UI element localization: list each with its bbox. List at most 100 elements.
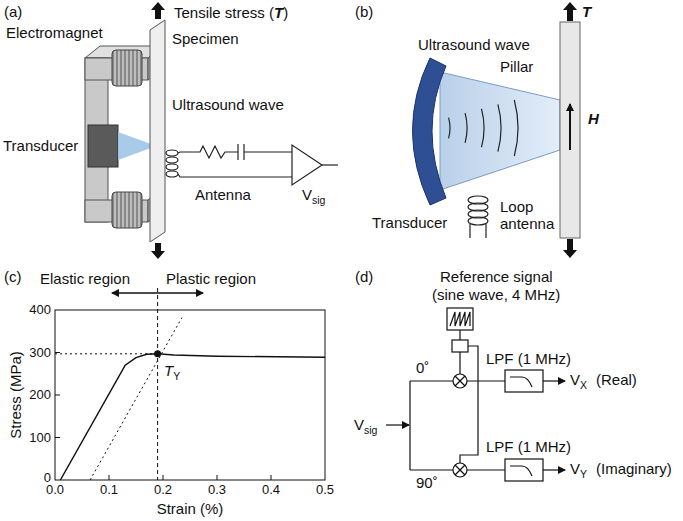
- label-group: Transducer: [372, 214, 447, 231]
- label-group: (sine wave, 4 MHz): [432, 286, 560, 303]
- label-group: 0.3: [208, 483, 226, 498]
- figure-label: Transducer: [372, 214, 447, 231]
- figure-label: V: [354, 416, 364, 433]
- figure-label: 0.1: [100, 482, 118, 497]
- figure-label: LPF (1 MHz): [486, 350, 571, 367]
- figure-label: ): [283, 4, 288, 21]
- figure-label: Y: [580, 468, 587, 480]
- label-group: 0.2: [154, 483, 172, 498]
- figure-label: Ultrasound wave: [172, 96, 284, 113]
- stress-strain-chart: [55, 288, 325, 480]
- figure-label: T: [582, 3, 591, 20]
- label-group: Tensile stress (T): [174, 4, 288, 21]
- figure-label: V: [570, 460, 580, 477]
- label-group: 0.4: [262, 483, 280, 498]
- figure-label: V: [570, 371, 580, 388]
- label-group: Electromagnet: [6, 24, 103, 41]
- label-group: Specimen: [172, 30, 239, 47]
- figure-label: X: [580, 379, 587, 391]
- label-group: 200: [29, 388, 51, 403]
- label-group: Reference signal: [440, 268, 553, 285]
- wave-arc: [514, 100, 518, 156]
- figure-label: LPF (1 MHz): [486, 438, 571, 455]
- figure-label: Transducer: [3, 137, 78, 154]
- label-group: Elastic region: [40, 270, 130, 287]
- label-group: T: [582, 3, 591, 20]
- figure-label: (b): [355, 3, 373, 20]
- figure-label: Strain (%): [157, 500, 224, 517]
- figure-label: Ultrasound wave: [418, 36, 530, 53]
- figure-label: Loop antenna: [500, 198, 554, 232]
- figure-label: Electromagnet: [6, 24, 103, 41]
- label-group: Strain (%): [157, 500, 224, 517]
- label-group: 300: [29, 345, 51, 360]
- figure-label: 0.3: [208, 482, 226, 497]
- label-group: Ultrasound wave: [172, 96, 284, 113]
- label-group: VY: [570, 460, 587, 480]
- figure-label: (d): [355, 268, 373, 285]
- wave-arc: [465, 113, 467, 143]
- label-group: (b): [355, 3, 373, 20]
- label-group: (Real): [596, 371, 637, 388]
- figure-label: V: [302, 186, 312, 203]
- figure-label: 0.2: [154, 482, 172, 497]
- label-group: (Imaginary): [596, 460, 672, 477]
- figure-label: 100: [29, 429, 51, 444]
- label-group: TY: [164, 362, 180, 382]
- figure-label: Elastic region: [40, 270, 130, 287]
- label-group: Ultrasound wave: [418, 36, 530, 53]
- panel-a-illustration: [85, 2, 338, 259]
- figure-label: (Real): [596, 371, 637, 388]
- label-group: 100: [29, 430, 51, 445]
- wave-arc: [498, 104, 501, 151]
- label-group: (c): [4, 268, 22, 285]
- figure-label: 200: [29, 387, 51, 402]
- figure-label: 0.4: [262, 482, 280, 497]
- wave-arc: [449, 118, 450, 139]
- figure-label: 300: [29, 344, 51, 359]
- label-group: LPF (1 MHz): [486, 350, 571, 367]
- figure-label: (a): [4, 3, 22, 20]
- label-group: (a): [4, 3, 22, 20]
- figure-label: 0.5: [316, 482, 334, 497]
- label-group: Transducer: [3, 137, 78, 154]
- label-group: H: [588, 110, 599, 127]
- label-group: 90˚: [416, 474, 438, 491]
- figure-label: sig: [312, 194, 325, 206]
- figure-label: Pillar: [500, 58, 533, 75]
- label-group: (d): [355, 268, 373, 285]
- label-group: Pillar: [500, 58, 533, 75]
- label-group: 0˚: [416, 359, 429, 376]
- label-group: Stress (MPa): [7, 351, 24, 439]
- figure-label: Y: [173, 370, 180, 382]
- label-group: 0.5: [316, 483, 334, 498]
- figure-label: Stress (MPa): [7, 351, 24, 439]
- figure-label: T: [164, 362, 173, 379]
- label-group: VX: [570, 371, 587, 391]
- label-group: Vsig: [354, 416, 377, 436]
- figure-label: (sine wave, 4 MHz): [432, 286, 560, 303]
- figure-label: 0.0: [46, 482, 64, 497]
- label-group: 0.1: [100, 483, 118, 498]
- label-group: Vsig: [302, 186, 325, 206]
- figure-label: Tensile stress (: [174, 4, 274, 21]
- figure-label: Plastic region: [166, 270, 256, 287]
- label-group: Plastic region: [166, 270, 256, 287]
- figure-label: T: [274, 4, 283, 21]
- figure-label: 90˚: [416, 474, 438, 491]
- figure-label: sig: [364, 424, 377, 436]
- figure-label: 400: [29, 302, 51, 317]
- wave-arc: [482, 109, 485, 147]
- lock-in-block-diagram: [386, 308, 565, 481]
- figure-label: Reference signal: [440, 268, 553, 285]
- label-group: 0.0: [46, 483, 64, 498]
- figure-label: (c): [4, 268, 22, 285]
- figure-label: (Imaginary): [596, 460, 672, 477]
- figure-label: 0˚: [416, 359, 429, 376]
- figure-label: H: [588, 110, 599, 127]
- figure-label: Specimen: [172, 30, 239, 47]
- figure-label: Antenna: [195, 186, 251, 203]
- label-group: 400: [29, 303, 51, 318]
